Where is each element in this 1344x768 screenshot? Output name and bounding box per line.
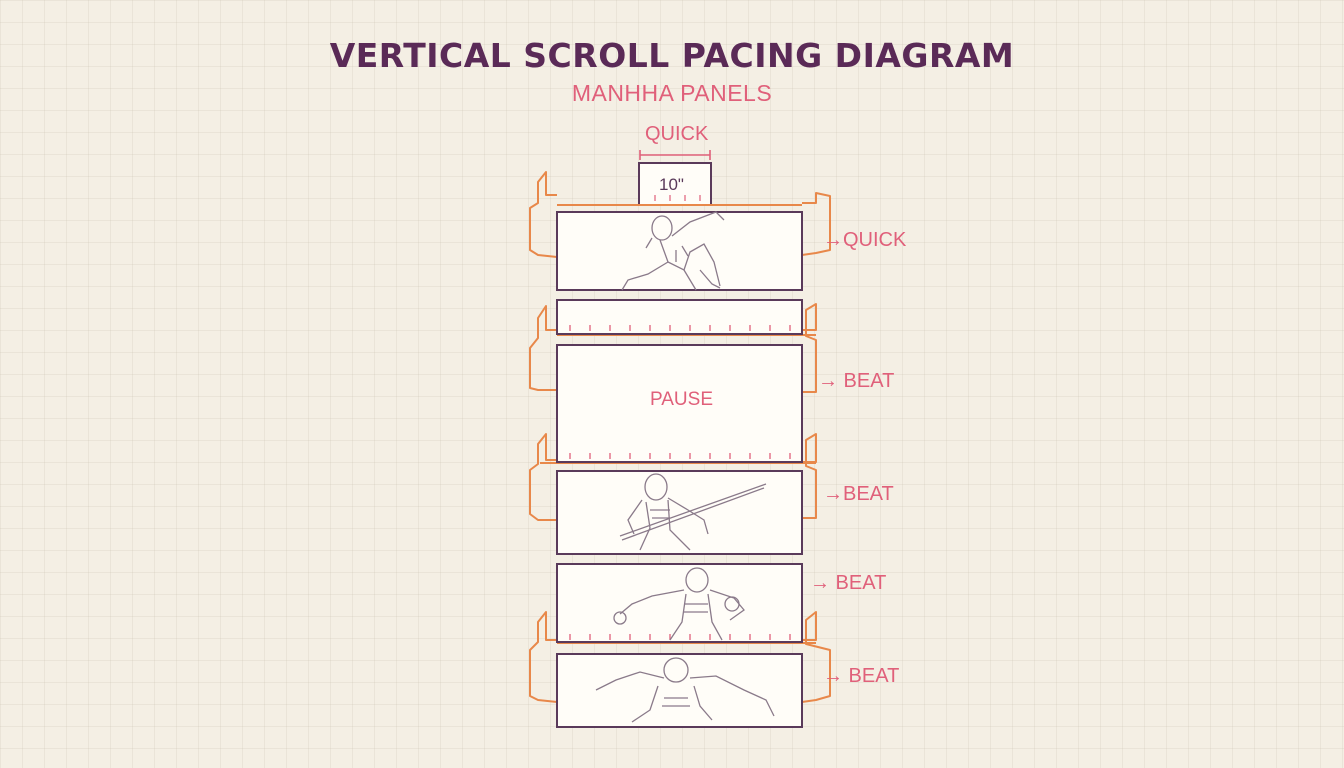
pause-label: PAUSE: [650, 389, 714, 410]
clamp-left-4: [529, 611, 558, 703]
clamp-right-3: [802, 433, 817, 519]
panels: [556, 211, 803, 728]
pace-label-4: → BEAT: [810, 572, 887, 594]
panel-2-top: [556, 299, 803, 335]
clamp-brackets: [529, 171, 831, 703]
clamp-right-2: [802, 303, 817, 393]
sketch-figure-lunging: [595, 657, 775, 723]
clamp-left-2: [529, 305, 557, 391]
pace-label-5: → BEAT: [823, 665, 900, 687]
sketch-figure-with-staff: [619, 473, 767, 551]
clamp-right-1: [801, 192, 831, 256]
panel-4: [556, 563, 803, 643]
diagram-title: VERTICAL SCROLL PACING DIAGRAM: [329, 36, 1015, 75]
clamp-left-1: [529, 171, 558, 258]
tick-marks: [569, 325, 791, 640]
clamp-left-3: [529, 433, 557, 521]
diagram-subtitle: MANHHA PANELS: [571, 80, 773, 106]
panel-3: [556, 470, 803, 555]
clamp-right-4: [801, 611, 831, 703]
top-gauge-value: 10": [659, 175, 684, 194]
top-gauge: [638, 150, 712, 206]
panel-1: [556, 211, 803, 291]
pace-label-1: →QUICK: [823, 229, 907, 251]
top-gauge-label: QUICK: [645, 123, 709, 145]
pace-label-2: → BEAT: [818, 370, 895, 392]
pace-label-3: →BEAT: [823, 483, 894, 505]
sketch-figure-armored: [613, 567, 745, 641]
sketch-figure-running: [621, 211, 725, 291]
panel-5: [556, 653, 803, 728]
panel-pause: [556, 344, 803, 463]
